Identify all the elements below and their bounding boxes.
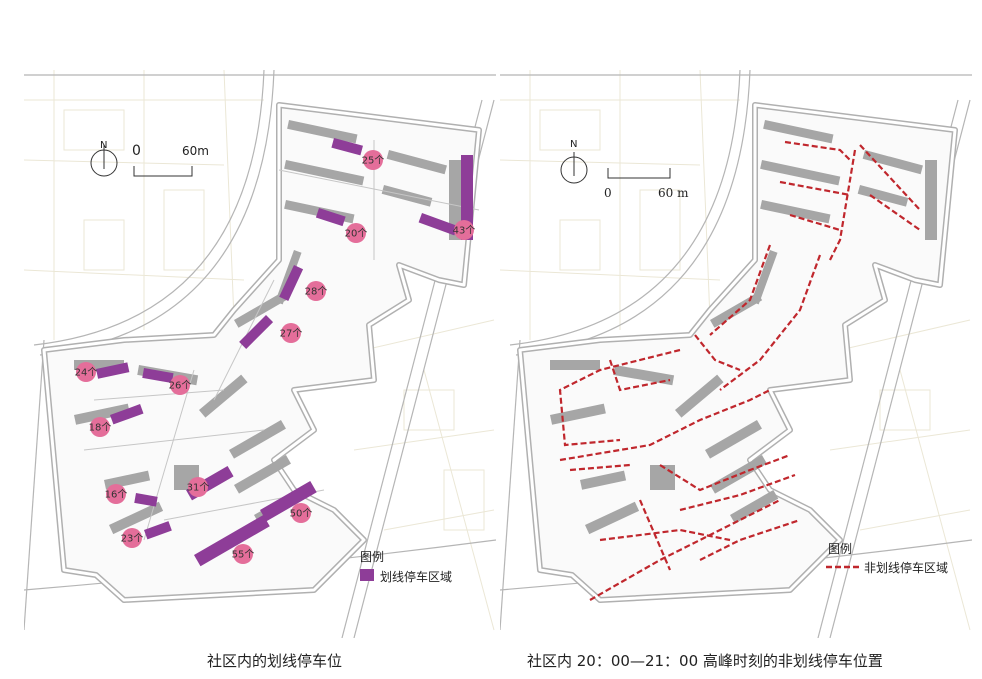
scale-bar <box>607 168 671 179</box>
count-label: 28个 <box>305 286 328 298</box>
count-label: 50个 <box>290 508 313 520</box>
count-marker-circle <box>291 503 311 523</box>
scale-zero: 0 <box>604 186 612 200</box>
parking-count-marker: 20个 <box>345 223 368 243</box>
parking-count-marker: 43个 <box>453 220 476 240</box>
legend-title: 图例 <box>828 542 853 556</box>
count-marker-circle <box>363 150 383 170</box>
parking-count-marker: 23个 <box>121 528 144 548</box>
parking-count-marker: 24个 <box>75 362 98 382</box>
parking-count-marker: 31个 <box>187 477 210 497</box>
count-marker-circle <box>122 528 142 548</box>
parking-count-marker: 50个 <box>290 503 313 523</box>
count-label: 43个 <box>453 225 476 237</box>
count-label: 31个 <box>187 482 210 494</box>
background-streets <box>500 70 971 631</box>
parking-area-e <box>239 314 274 349</box>
caption-right: 社区内 20：00—21：00 高峰时刻的非划线停车位置 <box>527 652 883 670</box>
parking-count-marker: 55个 <box>232 544 255 564</box>
count-marker-circle <box>76 362 96 382</box>
count-marker-circle <box>90 417 110 437</box>
parking-area-a <box>331 138 363 156</box>
count-label: 24个 <box>75 367 98 379</box>
count-label: 23个 <box>121 533 144 545</box>
count-marker-circle <box>306 281 326 301</box>
community-boundary <box>517 102 958 603</box>
count-marker-circle <box>346 223 366 243</box>
north-arrow-icon <box>560 152 588 184</box>
parking-area-k <box>260 481 317 522</box>
left-map-svg: 25个 20个 43个 28个 27个 24个 26个 18个 31个 16个 50个 23个 55个 <box>24 70 496 638</box>
count-label: 27个 <box>280 328 303 340</box>
parking-area-g <box>142 368 174 384</box>
count-label: 26个 <box>169 380 192 392</box>
count-label: 20个 <box>345 228 368 240</box>
north-label: N <box>570 139 578 150</box>
north-label: N <box>100 140 108 151</box>
parking-area-c <box>418 212 458 236</box>
parking-area-h <box>110 404 144 425</box>
scale-bar <box>133 166 193 177</box>
background-streets <box>24 70 495 631</box>
scale-zero: 0 <box>132 143 141 159</box>
scale-length: 60 m <box>658 186 689 200</box>
parking-count-marker: 18个 <box>89 417 112 437</box>
parking-area-m <box>194 514 270 567</box>
count-label: 55个 <box>232 549 255 561</box>
legend-swatch-marked <box>360 569 374 581</box>
count-marker-circle <box>281 323 301 343</box>
count-label: 18个 <box>89 422 112 434</box>
count-marker-circle <box>106 484 126 504</box>
parking-count-marker: 25个 <box>362 150 385 170</box>
legend-label: 非划线停车区域 <box>864 561 949 575</box>
parking-count-markers: 25个 20个 43个 28个 27个 24个 26个 18个 31个 16个 50个 23个 55个 <box>75 150 476 564</box>
scale-length: 60m <box>182 144 209 158</box>
legend-title: 图例 <box>360 550 385 564</box>
parking-area-d <box>279 265 304 301</box>
parking-area-l <box>144 521 172 540</box>
legend-label: 划线停车区域 <box>380 570 453 584</box>
parking-area-f <box>96 362 130 379</box>
parking-area-b <box>315 208 346 227</box>
parking-area-j <box>134 493 158 507</box>
count-marker-circle <box>454 220 474 240</box>
count-marker-circle <box>233 544 253 564</box>
unmarked-parking-lines <box>558 140 921 601</box>
parking-areas <box>96 138 473 567</box>
parking-count-marker: 27个 <box>280 323 303 343</box>
right-map-svg <box>500 70 972 638</box>
parking-count-marker: 16个 <box>105 484 128 504</box>
north-arrow-icon <box>90 145 118 177</box>
right-map-panel: N 0 60 m 图例 非划线停车区域 <box>500 70 972 638</box>
buildings <box>550 119 937 535</box>
count-marker-circle <box>188 477 208 497</box>
count-label: 16个 <box>105 489 128 501</box>
parking-count-marker: 28个 <box>305 281 328 301</box>
count-label: 25个 <box>362 155 385 167</box>
parking-area-c <box>461 155 473 240</box>
parking-count-marker: 26个 <box>169 375 192 395</box>
caption-left: 社区内的划线停车位 <box>207 652 343 670</box>
count-marker-circle <box>170 375 190 395</box>
